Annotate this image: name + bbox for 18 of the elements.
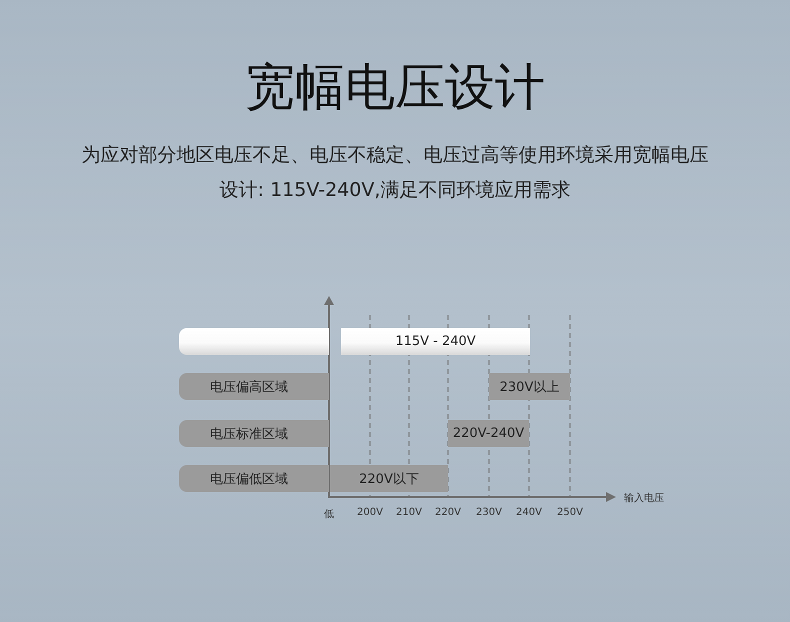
tick-label: 210V: [395, 507, 423, 518]
tick-label: 200V: [356, 507, 384, 518]
row-label-box: 电压偏高区域: [179, 373, 329, 400]
row-label-box: 电压偏低区域: [179, 465, 329, 492]
range-bar: 220V以下: [330, 465, 448, 492]
description-text: 为应对部分地区电压不足、电压不稳定、电压过高等使用环境采用宽幅电压设计: 115V-240V,满足不同环境应用需求: [80, 143, 710, 203]
tick-label: 230V: [475, 507, 503, 518]
range-bar: 220V-240V: [448, 420, 529, 447]
tick-label: 低: [323, 508, 335, 521]
range-bar: 115V - 240V: [341, 328, 530, 355]
row-label-box: 电压标准区域: [179, 420, 329, 447]
axis-title: 输入电压: [624, 492, 664, 505]
tick-label: 220V: [434, 507, 462, 518]
tick-label: 250V: [556, 507, 584, 518]
tick-label: 240V: [515, 507, 543, 518]
row-label-box: [179, 328, 329, 355]
title: 宽幅电压设计: [244, 57, 546, 118]
range-bar: 230V以上: [489, 373, 570, 400]
